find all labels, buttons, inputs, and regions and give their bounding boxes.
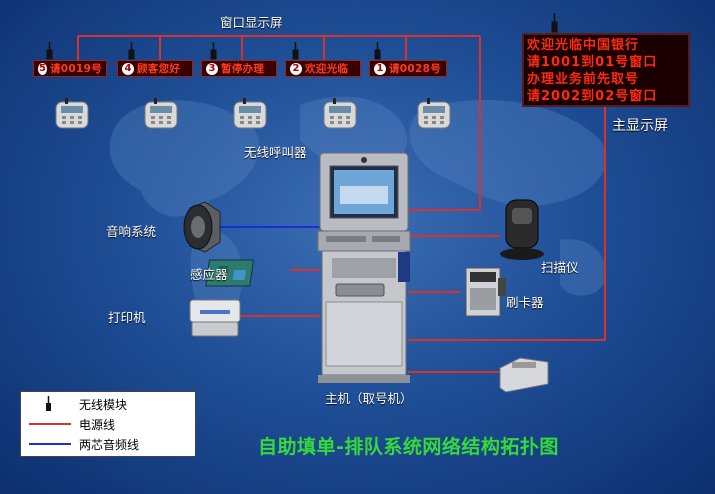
speaker-label: 音响系统	[106, 224, 157, 239]
antenna-icons	[46, 13, 558, 60]
window-screen: 4 顾客您好	[117, 60, 193, 77]
antenna-icon	[46, 396, 51, 411]
legend-item-wireless-module: 无线模块	[29, 396, 127, 412]
antenna-icon	[210, 42, 217, 60]
card-reader-icon	[465, 267, 506, 317]
antenna-icon	[292, 42, 299, 60]
window-number: 2	[290, 62, 302, 75]
printer-icon	[189, 299, 241, 337]
window-screen: 2 欢迎光临	[285, 60, 361, 77]
audio-line-swatch	[29, 443, 71, 445]
main-display-line: 请1001到01号窗口	[527, 55, 658, 70]
sensor-icon	[205, 259, 255, 287]
scanner-icon	[500, 199, 544, 260]
legend-item-power-line: 电源线	[29, 416, 115, 432]
main-display-line: 办理业务前先取号	[527, 72, 640, 87]
antenna-icon	[551, 13, 558, 33]
legend-label: 电源线	[79, 417, 116, 432]
main-display-line: 请2002到02号窗口	[527, 89, 658, 104]
diagram-title: 自助填单-排队系统网络结构拓扑图	[258, 436, 559, 458]
wireless-caller-devices	[55, 98, 451, 129]
power-wiring	[77, 35, 606, 373]
wireless-caller-icon	[233, 98, 267, 129]
wireless-caller-icon	[323, 98, 357, 129]
window-number: 3	[206, 62, 218, 75]
power-line-swatch	[29, 423, 71, 425]
window-text: 暂停办理	[221, 63, 265, 75]
legend-box: 无线模块 电源线 两芯音频线	[20, 391, 196, 457]
antenna-icon	[46, 42, 53, 60]
main-display-line: 欢迎光临中国银行	[527, 38, 640, 53]
sensor-label: 感应器	[190, 267, 228, 282]
window-screen: 3 暂停办理	[201, 60, 277, 77]
scanner-label: 扫描仪	[541, 260, 579, 275]
receipt-printer-icon	[499, 357, 549, 393]
card-reader-label: 刷卡器	[506, 295, 544, 310]
window-text: 请0028号	[389, 63, 442, 75]
window-text: 请0019号	[49, 63, 102, 75]
window-text: 欢迎光临	[305, 63, 349, 75]
window-screen: 1 请0028号	[369, 60, 447, 77]
window-number: 1	[374, 62, 386, 75]
speaker-icon	[183, 201, 221, 253]
host-label: 主机（取号机）	[325, 391, 413, 406]
main-display-screen: 欢迎光临中国银行 请1001到01号窗口 办理业务前先取号 请2002到02号窗…	[522, 33, 690, 107]
window-screen: 5 请0019号	[33, 60, 107, 77]
printer-label: 打印机	[108, 310, 146, 325]
legend-item-audio-line: 两芯音频线	[29, 436, 139, 452]
legend-label: 两芯音频线	[79, 437, 140, 452]
wireless-caller-label: 无线呼叫器	[244, 145, 307, 160]
window-number: 4	[122, 62, 134, 75]
window-number: 5	[38, 62, 47, 75]
kiosk-host-icon	[317, 152, 411, 383]
wireless-caller-icon	[417, 98, 451, 129]
main-display-label: 主显示屏	[612, 118, 668, 134]
antenna-icon	[374, 42, 381, 60]
window-text: 顾客您好	[137, 63, 181, 75]
wireless-caller-icon	[55, 98, 89, 129]
wireless-caller-icon	[144, 98, 178, 129]
legend-label: 无线模块	[79, 397, 128, 412]
antenna-icon	[128, 42, 135, 60]
window-display-label: 窗口显示屏	[220, 15, 283, 30]
